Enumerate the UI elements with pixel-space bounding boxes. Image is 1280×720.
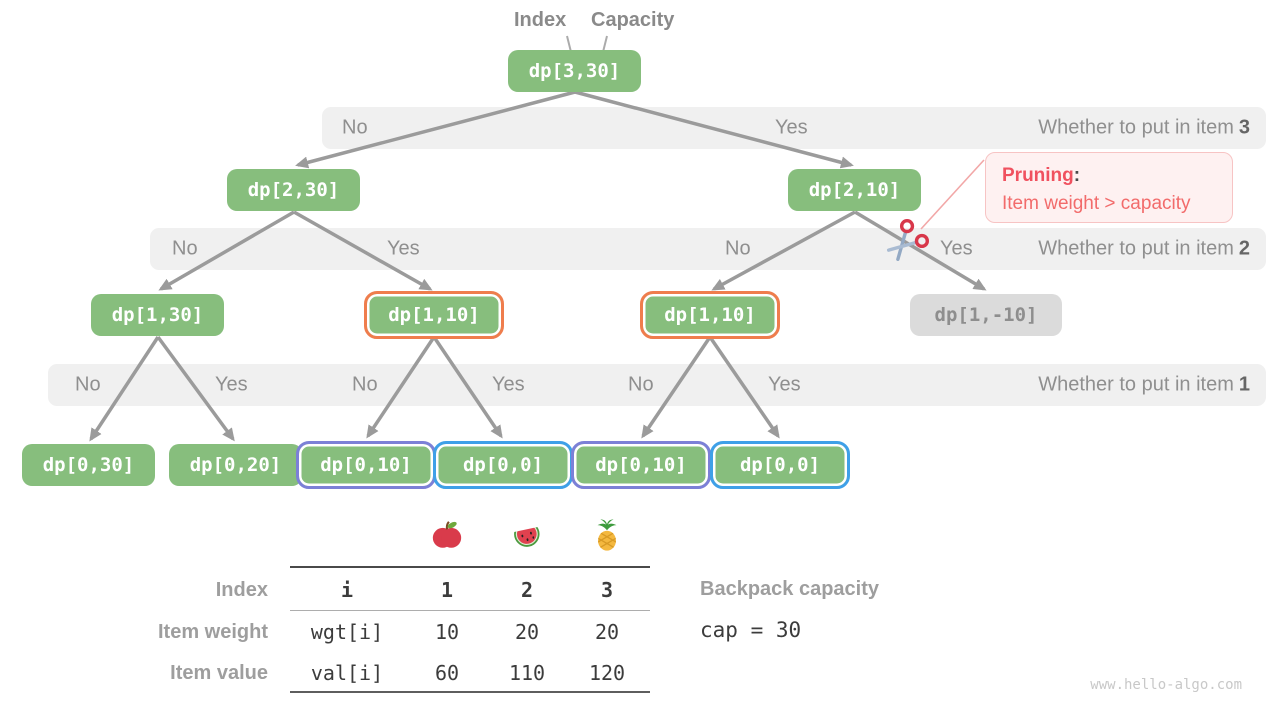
watermelon-icon bbox=[510, 518, 544, 547]
tree-node-highlight-blue: dp[0,0] bbox=[710, 441, 850, 489]
table-cell: wgt[i] bbox=[310, 620, 384, 644]
table-cell: 110 bbox=[508, 661, 546, 685]
table-cell: 2 bbox=[520, 578, 534, 602]
table-rule-bottom bbox=[290, 691, 650, 693]
table-cell: 1 bbox=[440, 578, 454, 602]
row-label-value: Item value bbox=[170, 662, 268, 684]
pruning-body: Item weight > capacity bbox=[1002, 193, 1191, 214]
watermark: www.hello-algo.com bbox=[1090, 677, 1242, 693]
tree-node: dp[0,30] bbox=[22, 444, 155, 486]
branch-label: No bbox=[75, 373, 101, 396]
apple-icon bbox=[432, 521, 462, 548]
table-cell: 3 bbox=[600, 578, 614, 602]
branch-label: Yes bbox=[387, 237, 420, 260]
table-cell: 120 bbox=[588, 661, 626, 685]
branch-label: No bbox=[725, 237, 751, 260]
table-rule-mid bbox=[290, 610, 650, 611]
pineapple-icon bbox=[597, 519, 617, 551]
pruning-title: Pruning bbox=[1002, 165, 1074, 186]
tree-node-highlight-purple: dp[0,10] bbox=[296, 441, 436, 489]
branch-label: Yes bbox=[775, 116, 808, 139]
table-cell: 60 bbox=[434, 661, 460, 685]
tree-node: dp[1,30] bbox=[91, 294, 224, 336]
branch-label: Yes bbox=[492, 373, 525, 396]
table-rule-top bbox=[290, 566, 650, 568]
tree-node-highlight-orange: dp[1,10] bbox=[364, 291, 504, 339]
pruning-callout: Pruning: Item weight > capacity bbox=[985, 152, 1233, 223]
tree-node-highlight-purple: dp[0,10] bbox=[571, 441, 711, 489]
tree-node: dp[3,30] bbox=[508, 50, 641, 92]
table-cell: val[i] bbox=[310, 661, 384, 685]
table-cell: i bbox=[340, 578, 354, 602]
tree-node: dp[0,20] bbox=[169, 444, 302, 486]
branch-label: No bbox=[172, 237, 198, 260]
tree-node-highlight-orange: dp[1,10] bbox=[640, 291, 780, 339]
decision-bar-item-1: No Yes No Yes No Yes Whether to put in i… bbox=[48, 364, 1266, 406]
tree-node-pruned: dp[1,-10] bbox=[910, 294, 1062, 336]
branch-label: Yes bbox=[215, 373, 248, 396]
backpack-capacity-title: Backpack capacity bbox=[700, 578, 880, 600]
branch-label: Yes bbox=[940, 237, 973, 260]
table-cell: 10 bbox=[434, 620, 460, 644]
branch-label: No bbox=[342, 116, 368, 139]
table-cell: 20 bbox=[514, 620, 540, 644]
tree-node: dp[2,30] bbox=[227, 169, 360, 211]
branch-label: Yes bbox=[768, 373, 801, 396]
row-label-weight: Item weight bbox=[157, 621, 268, 643]
branch-label: No bbox=[352, 373, 378, 396]
capacity-code: cap = 30 bbox=[700, 618, 802, 642]
branch-label: No bbox=[628, 373, 654, 396]
tree-node-highlight-blue: dp[0,0] bbox=[433, 441, 573, 489]
index-label: Index bbox=[514, 9, 567, 31]
row-label-index: Index bbox=[215, 579, 268, 601]
table-cell: 20 bbox=[594, 620, 620, 644]
tree-node: dp[2,10] bbox=[788, 169, 921, 211]
capacity-label: Capacity bbox=[591, 9, 675, 31]
